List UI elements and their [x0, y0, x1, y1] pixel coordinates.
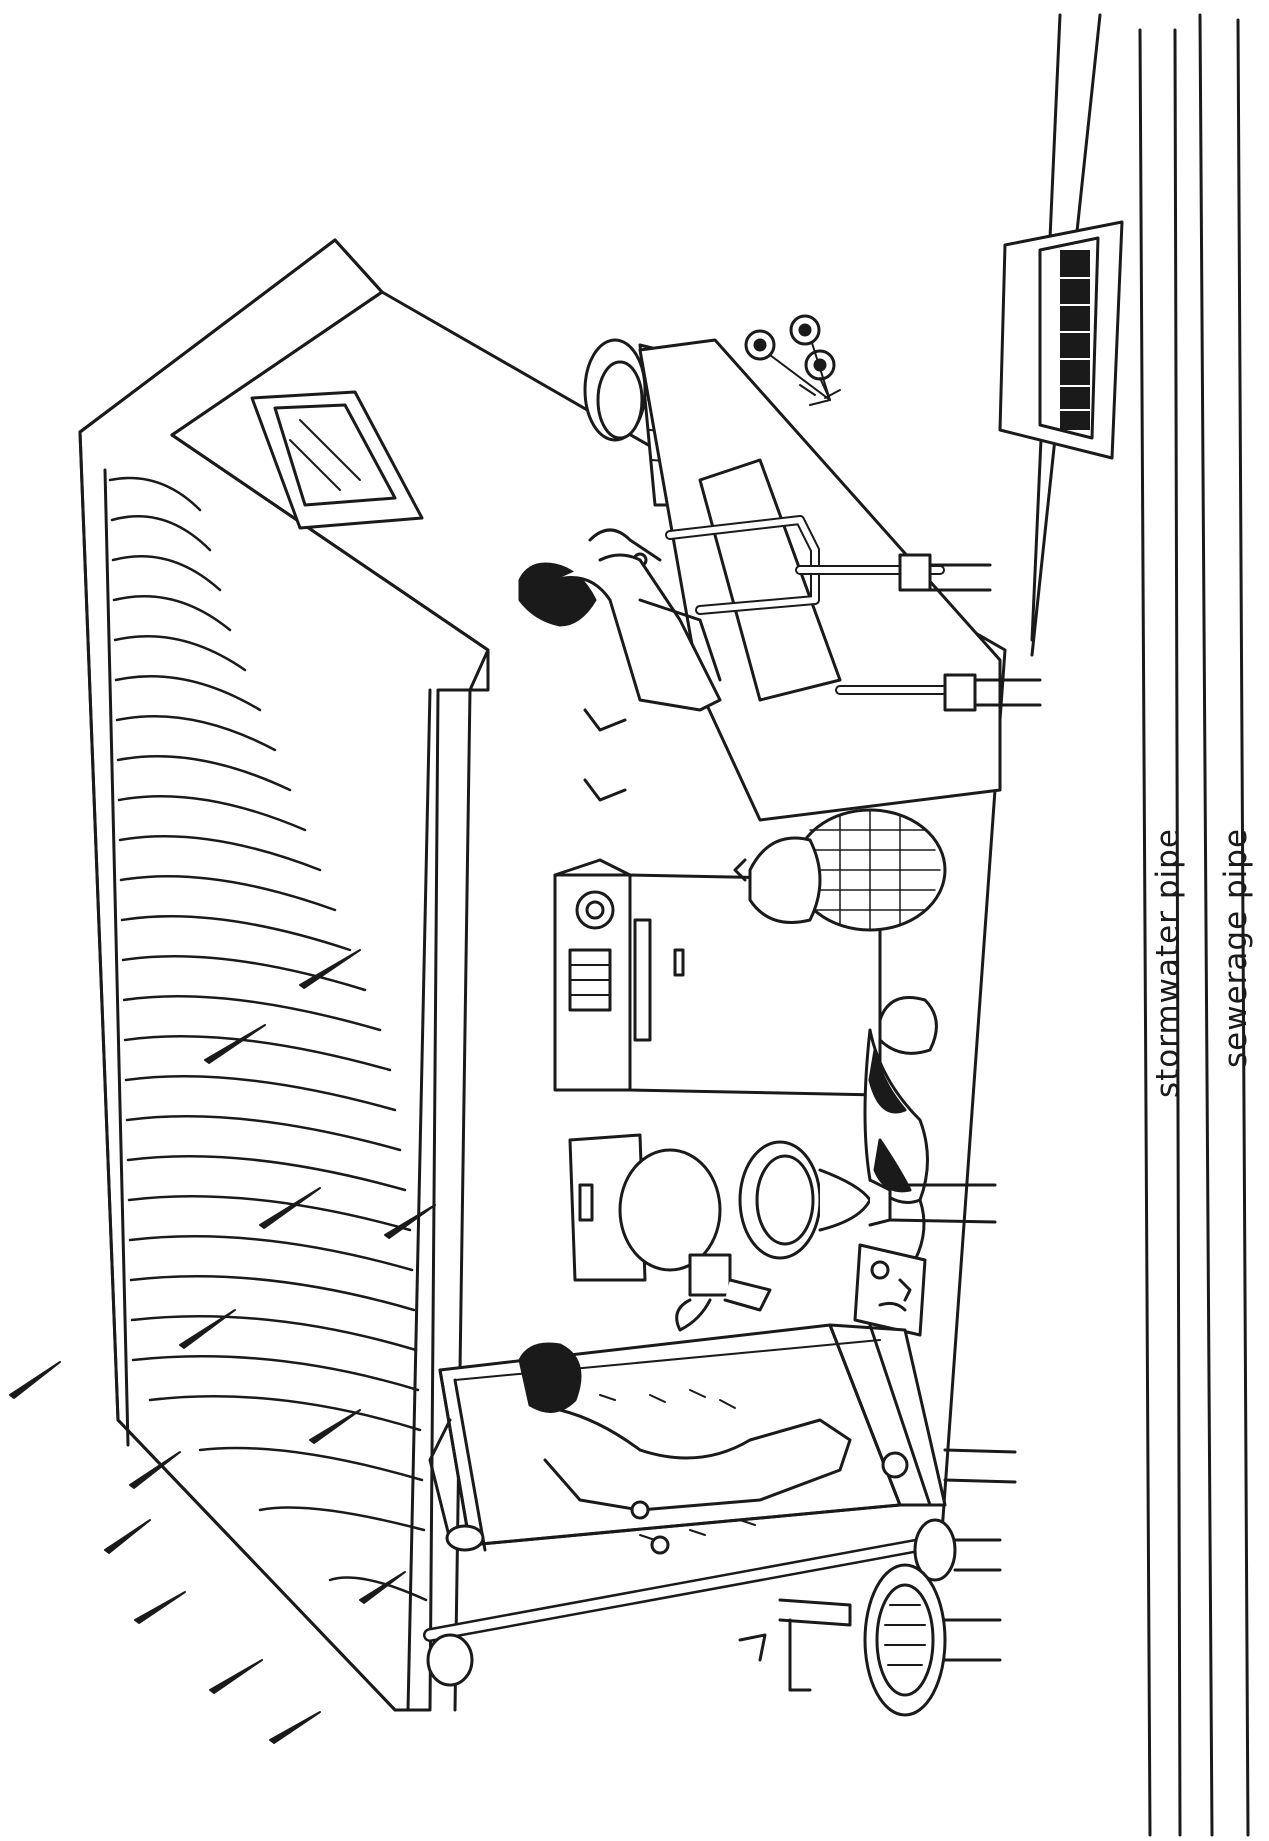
rain-drop-icon [299, 949, 361, 989]
roof-base-line [116, 1418, 397, 1712]
flower-icon [744, 314, 841, 406]
shower-icon [428, 1323, 1017, 1555]
rain-drop-icon [179, 1309, 236, 1349]
wall-face-inner [453, 688, 472, 1712]
person-icon [518, 528, 722, 712]
roof-inner-edge [103, 468, 130, 1447]
street-pipes [1030, 13, 1250, 1837]
rain-drop-icon [134, 1591, 186, 1624]
rain-drop-icon [204, 1024, 266, 1064]
sewerage-pipe-wall-right [1236, 18, 1250, 1837]
rain-drop-icon [309, 1409, 361, 1444]
roof-fascia [170, 433, 490, 692]
cat-icon [733, 808, 947, 932]
kitchen-sink-icon [583, 338, 1042, 822]
dog-icon [863, 996, 938, 1262]
downpipe [423, 1518, 1002, 1717]
rain-drops [9, 949, 436, 1744]
wall-art [853, 1243, 927, 1337]
stormwater-pipe-wall-left [1138, 28, 1152, 1837]
rain-drop-icon [209, 1659, 263, 1694]
back-wall-line [170, 290, 384, 437]
wall-face-front [406, 688, 432, 1712]
roof-ridge [78, 238, 384, 434]
sewerage-pipe-wall-left [1198, 13, 1214, 1837]
rain-drop-icon [384, 1204, 436, 1239]
rain-drop-icon [269, 1711, 321, 1744]
roof-corrugation [108, 476, 428, 1602]
window [250, 390, 424, 530]
roof-top-eave [78, 430, 120, 1422]
stormwater-drain-grate-icon [998, 220, 1124, 460]
stormwater-pipe-label: stormwater pipe [1150, 828, 1186, 1098]
sewerage-pipe-label: sewerage pipe [1218, 827, 1254, 1068]
rain-drop-icon [9, 1361, 61, 1399]
rain-drop-icon [104, 1519, 151, 1554]
toilet-icon [568, 1133, 997, 1332]
rain-drop-icon [259, 1187, 321, 1229]
rain-drop-icon [359, 1571, 406, 1604]
stormwater-pipe-wall-right [1173, 28, 1182, 1837]
rain-drop-icon [129, 1451, 181, 1489]
